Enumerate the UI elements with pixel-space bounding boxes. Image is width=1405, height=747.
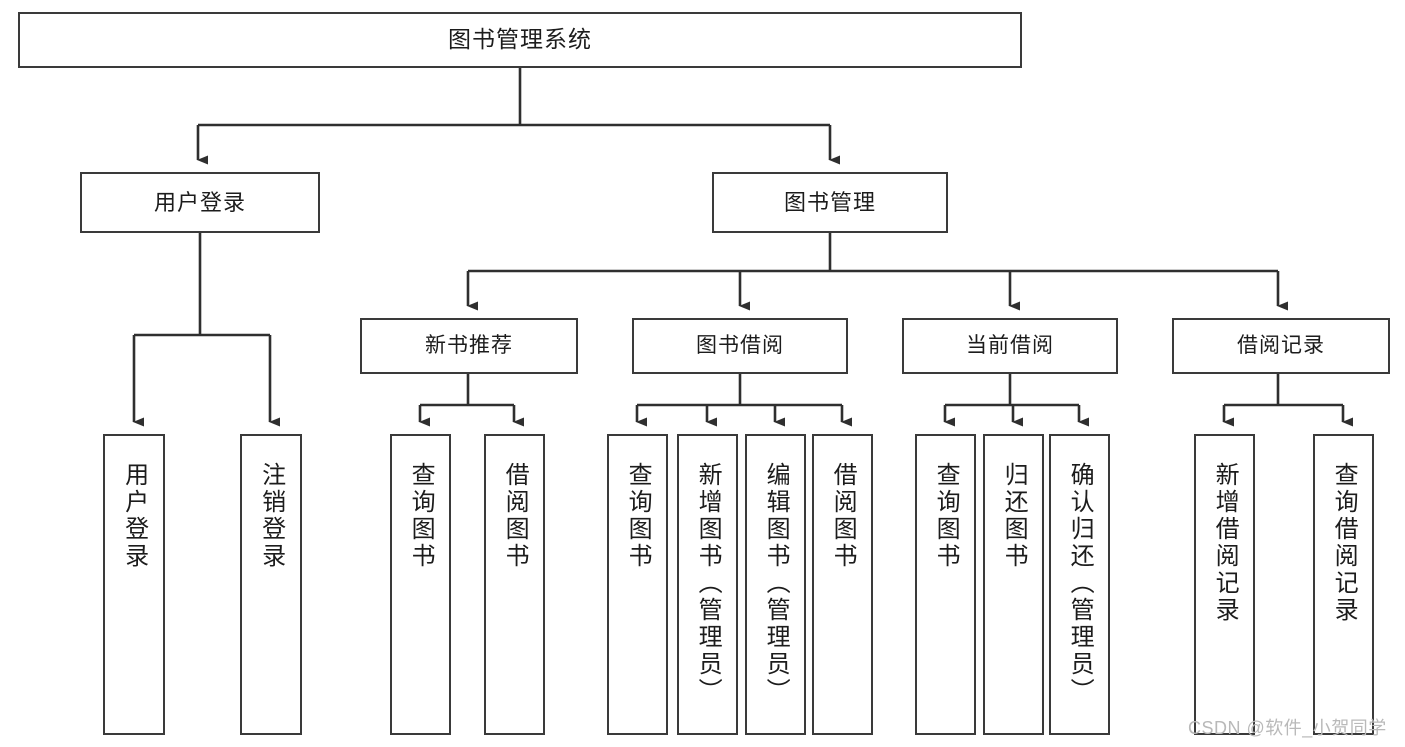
leaf-user-login-signout[interactable]: 注销登录 xyxy=(240,434,302,735)
leaf-borrow-borrow-book[interactable]: 借阅图书 xyxy=(812,434,873,735)
leaf-borrow-add-book-admin[interactable]: 新增图书（管理员） xyxy=(677,434,738,735)
node-label: 当前借阅 xyxy=(966,333,1054,357)
leaf-current-query-book[interactable]: 查询图书 xyxy=(915,434,976,735)
node-label: 查询图书 xyxy=(932,462,960,570)
node-label: 图书借阅 xyxy=(696,333,784,357)
node-label: 借阅图书 xyxy=(501,462,529,570)
leaf-current-return-book[interactable]: 归还图书 xyxy=(983,434,1044,735)
leaf-borrow-query-book[interactable]: 查询图书 xyxy=(607,434,668,735)
node-label: 借阅图书 xyxy=(829,462,857,570)
leaf-current-confirm-return-admin[interactable]: 确认归还（管理员） xyxy=(1049,434,1110,735)
node-book-borrow[interactable]: 图书借阅 xyxy=(632,318,848,374)
leaf-user-login-signin[interactable]: 用户登录 xyxy=(103,434,165,735)
node-label: 新书推荐 xyxy=(425,333,513,357)
node-new-book-recommend[interactable]: 新书推荐 xyxy=(360,318,578,374)
node-user-login[interactable]: 用户登录 xyxy=(80,172,320,233)
node-label: 图书管理 xyxy=(783,189,876,215)
leaf-record-query-record[interactable]: 查询借阅记录 xyxy=(1313,434,1374,735)
node-label: 查询借阅记录 xyxy=(1330,462,1358,624)
node-label: 查询图书 xyxy=(624,462,652,570)
node-label: 新增图书（管理员） xyxy=(694,462,722,705)
node-label: 新增借阅记录 xyxy=(1211,462,1239,624)
node-label: 借阅记录 xyxy=(1237,333,1325,357)
node-label: 查询图书 xyxy=(407,462,435,570)
node-label: 用户登录 xyxy=(120,462,148,570)
node-label: 用户登录 xyxy=(153,189,246,215)
node-label: 注销登录 xyxy=(257,462,285,570)
node-borrow-record[interactable]: 借阅记录 xyxy=(1172,318,1390,374)
leaf-record-add-record[interactable]: 新增借阅记录 xyxy=(1194,434,1255,735)
leaf-borrow-edit-book-admin[interactable]: 编辑图书（管理员） xyxy=(745,434,806,735)
node-book-management[interactable]: 图书管理 xyxy=(712,172,948,233)
node-label: 图书管理系统 xyxy=(448,26,592,53)
node-label: 归还图书 xyxy=(1000,462,1028,570)
node-root-system[interactable]: 图书管理系统 xyxy=(18,12,1022,68)
node-current-borrow[interactable]: 当前借阅 xyxy=(902,318,1118,374)
leaf-recommend-query-book[interactable]: 查询图书 xyxy=(390,434,451,735)
leaf-recommend-borrow-book[interactable]: 借阅图书 xyxy=(484,434,545,735)
watermark: CSDN @软件_小贺同学 xyxy=(1188,718,1387,738)
node-label: 编辑图书（管理员） xyxy=(762,462,790,705)
node-label: 确认归还（管理员） xyxy=(1066,462,1094,705)
